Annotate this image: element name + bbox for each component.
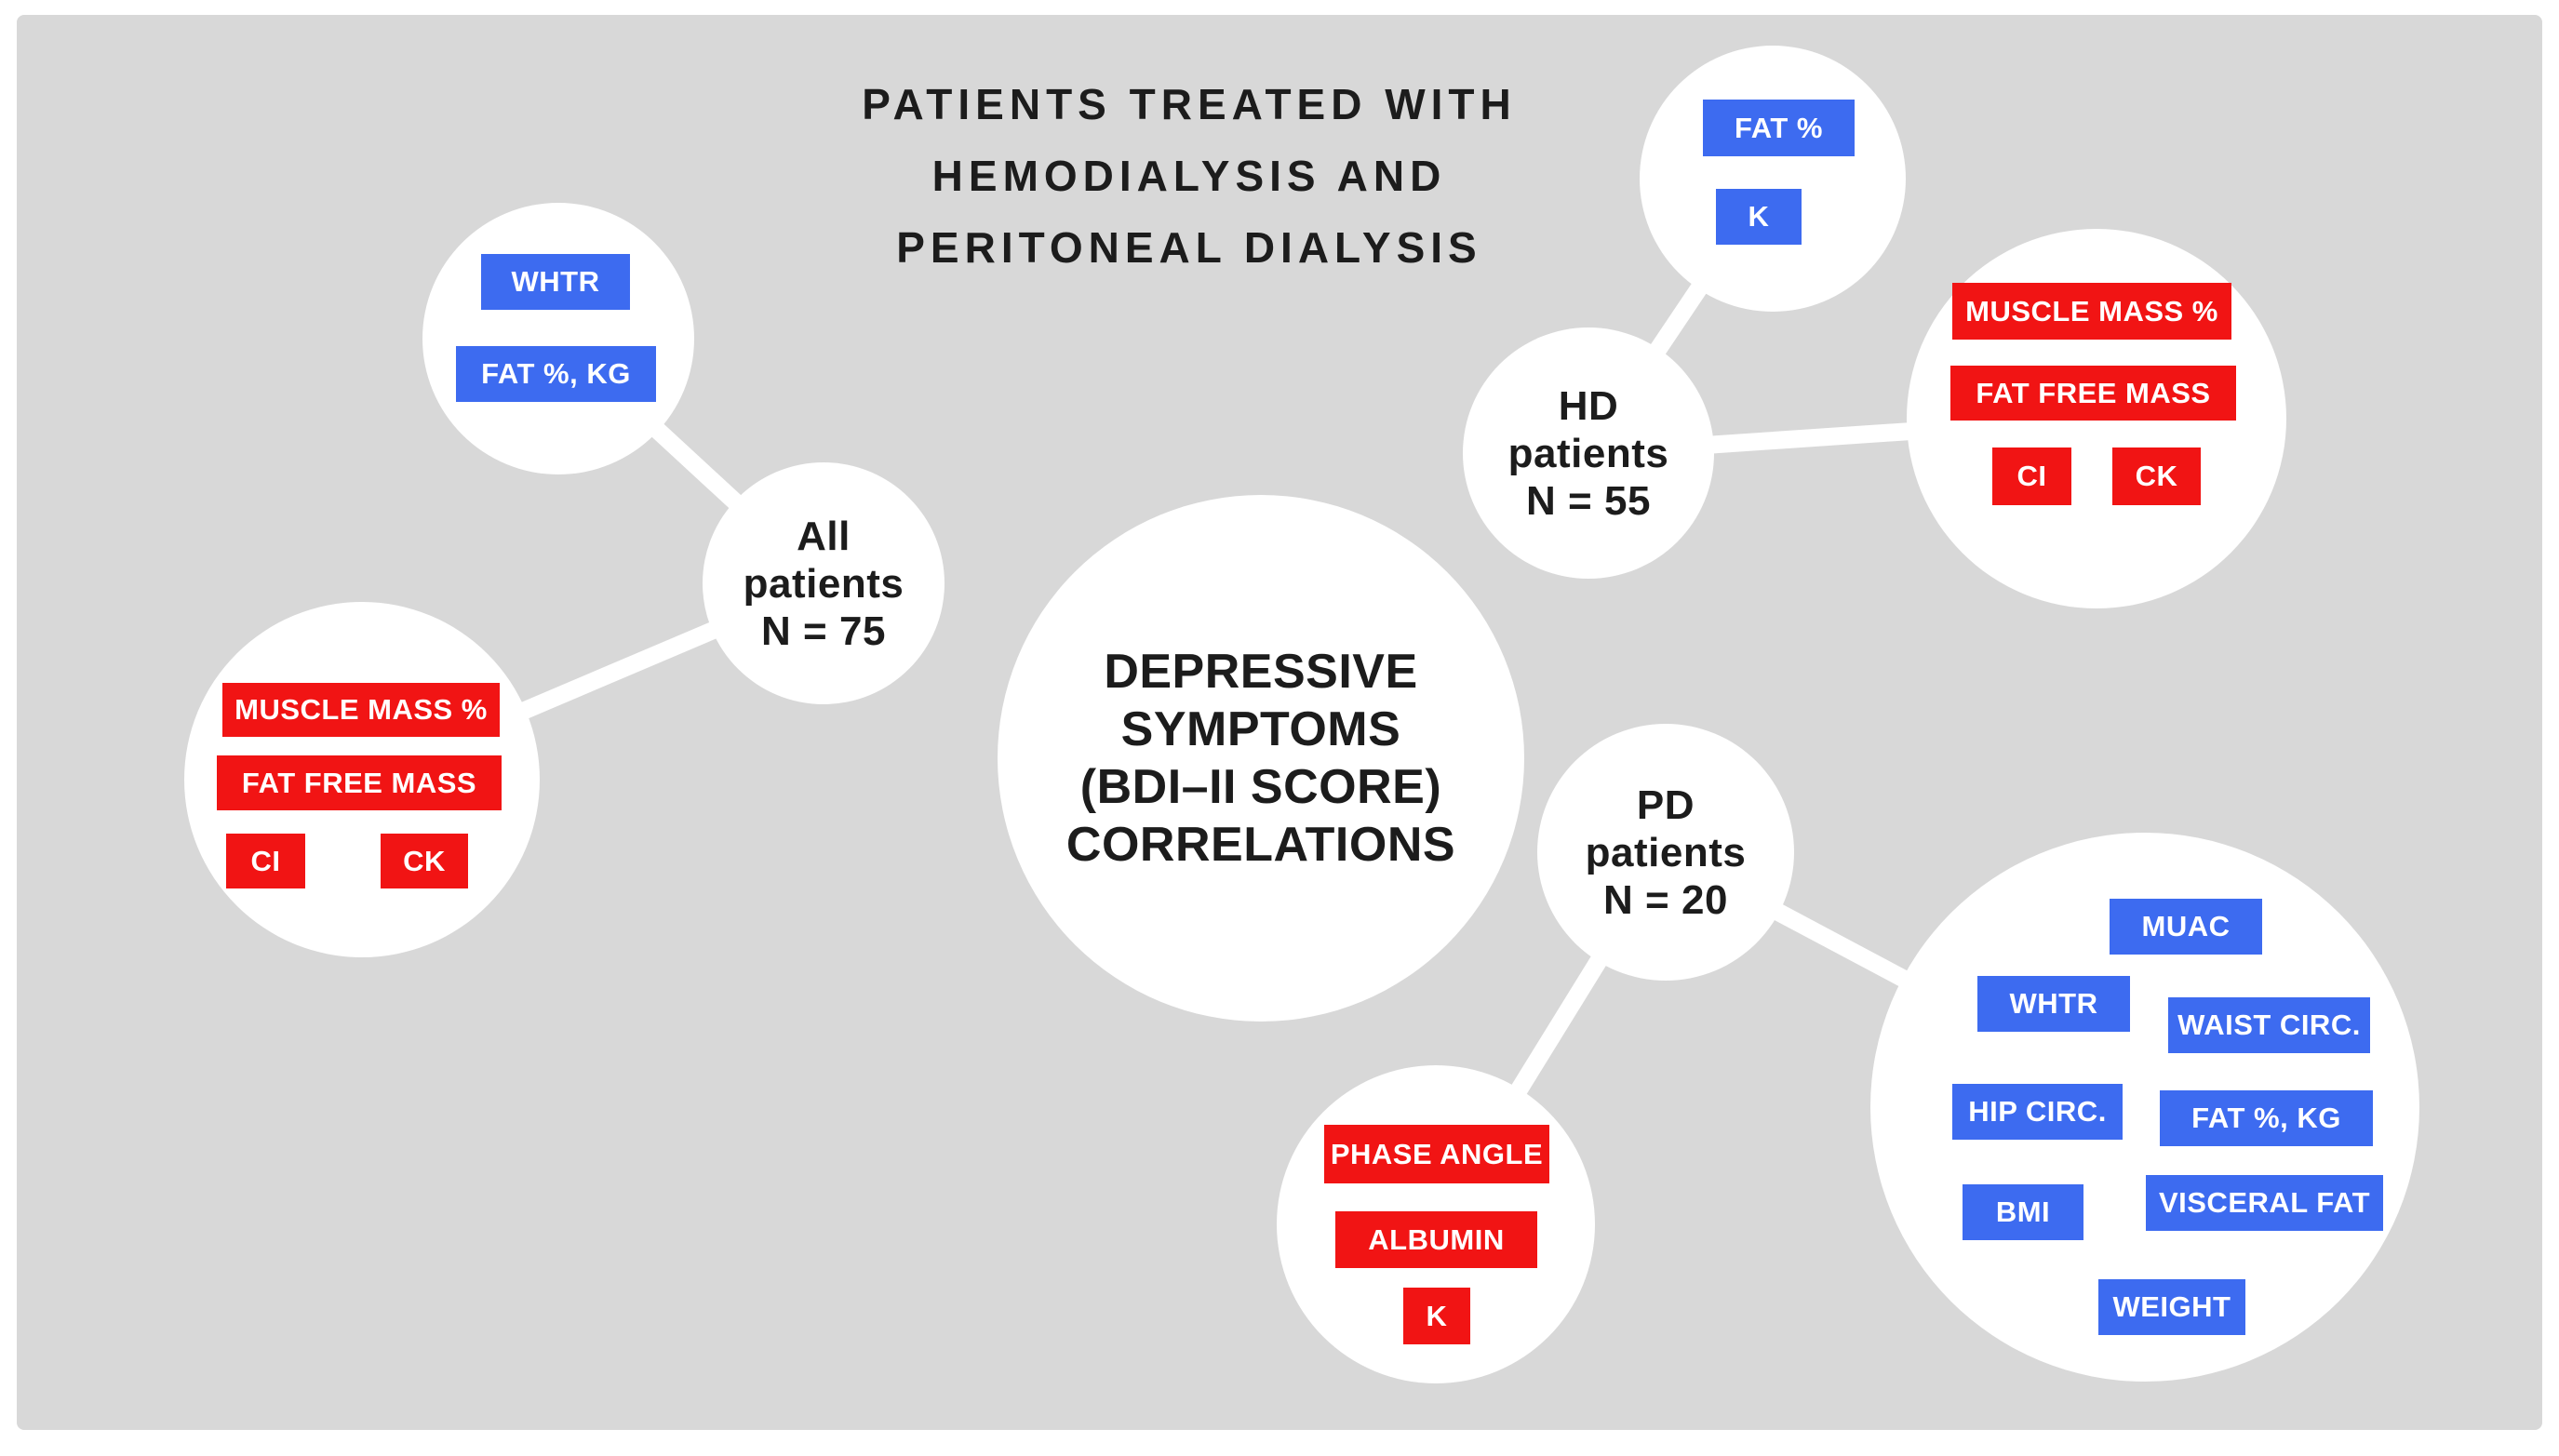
chip-fat-free-mass: FAT FREE MASS <box>1950 366 2236 421</box>
hub-pd-patients-label: PD patients N = 20 <box>1586 781 1747 924</box>
chip-whtr: WHTR <box>481 254 630 310</box>
chip-muscle-mass-pct: MUSCLE MASS % <box>1952 283 2231 340</box>
chip-bmi: BMI <box>1963 1184 2083 1240</box>
chip-visceral-fat: VISCERAL FAT <box>2146 1175 2383 1231</box>
chip-weight: WEIGHT <box>2098 1279 2245 1335</box>
center-node-label: DEPRESSIVE SYMPTOMS (BDI–II SCORE) CORRE… <box>1066 643 1455 874</box>
chip-waist-circ: WAIST CIRC. <box>2168 997 2370 1053</box>
chip-muac: MUAC <box>2110 899 2262 955</box>
hub-pd-line3: N = 20 <box>1603 876 1728 923</box>
chip-fat-pct-kg: FAT %, KG <box>2160 1090 2373 1146</box>
center-line2: SYMPTOMS <box>1120 702 1401 756</box>
figure-title-line1: PATIENTS TREATED WITH <box>862 80 1517 128</box>
chip-fat-pct-kg: FAT %, KG <box>456 346 656 402</box>
hub-hd-line1: HD <box>1558 382 1619 429</box>
hub-hd-patients: HD patients N = 55 <box>1463 327 1714 579</box>
chip-fat-free-mass: FAT FREE MASS <box>217 755 502 810</box>
center-node: DEPRESSIVE SYMPTOMS (BDI–II SCORE) CORRE… <box>998 495 1524 1022</box>
chip-muscle-mass-pct: MUSCLE MASS % <box>222 683 500 737</box>
hub-hd-line3: N = 55 <box>1526 477 1651 524</box>
hub-all-line1: All <box>797 513 851 559</box>
chip-ci: CI <box>1992 447 2071 505</box>
figure-title: PATIENTS TREATED WITH HEMODIALYSIS AND P… <box>724 69 1655 284</box>
group-circle-hd-blue <box>1640 46 1906 312</box>
hub-pd-patients: PD patients N = 20 <box>1537 724 1794 981</box>
chip-k: K <box>1716 189 1802 245</box>
chip-ci: CI <box>226 834 305 888</box>
center-line3: (BDI–II SCORE) <box>1079 760 1442 814</box>
chip-albumin: ALBUMIN <box>1335 1211 1537 1268</box>
hub-all-line3: N = 75 <box>761 608 886 654</box>
hub-hd-line2: patients <box>1507 430 1669 476</box>
figure-title-line3: PERITONEAL DIALYSIS <box>896 223 1482 272</box>
diagram-canvas: All patients N = 75 HD patients N = 55 P… <box>17 15 2542 1430</box>
group-circle-all-blue <box>422 203 694 474</box>
hub-all-patients-label: All patients N = 75 <box>744 513 904 655</box>
hub-pd-line1: PD <box>1636 781 1695 828</box>
figure-title-line2: HEMODIALYSIS AND <box>931 152 1447 200</box>
hub-all-line2: patients <box>743 560 904 607</box>
hub-pd-line2: patients <box>1585 829 1747 875</box>
chip-hip-circ: HIP CIRC. <box>1952 1084 2123 1140</box>
center-line1: DEPRESSIVE <box>1104 645 1418 699</box>
chip-whtr: WHTR <box>1977 976 2130 1032</box>
center-line4: CORRELATIONS <box>1065 818 1456 872</box>
hub-hd-patients-label: HD patients N = 55 <box>1508 382 1669 525</box>
chip-k: K <box>1403 1288 1470 1344</box>
chip-phase-angle: PHASE ANGLE <box>1324 1125 1549 1183</box>
chip-ck: CK <box>2112 447 2201 505</box>
hub-all-patients: All patients N = 75 <box>703 462 945 704</box>
chip-ck: CK <box>381 834 468 888</box>
chip-fat-pct: FAT % <box>1703 100 1855 156</box>
